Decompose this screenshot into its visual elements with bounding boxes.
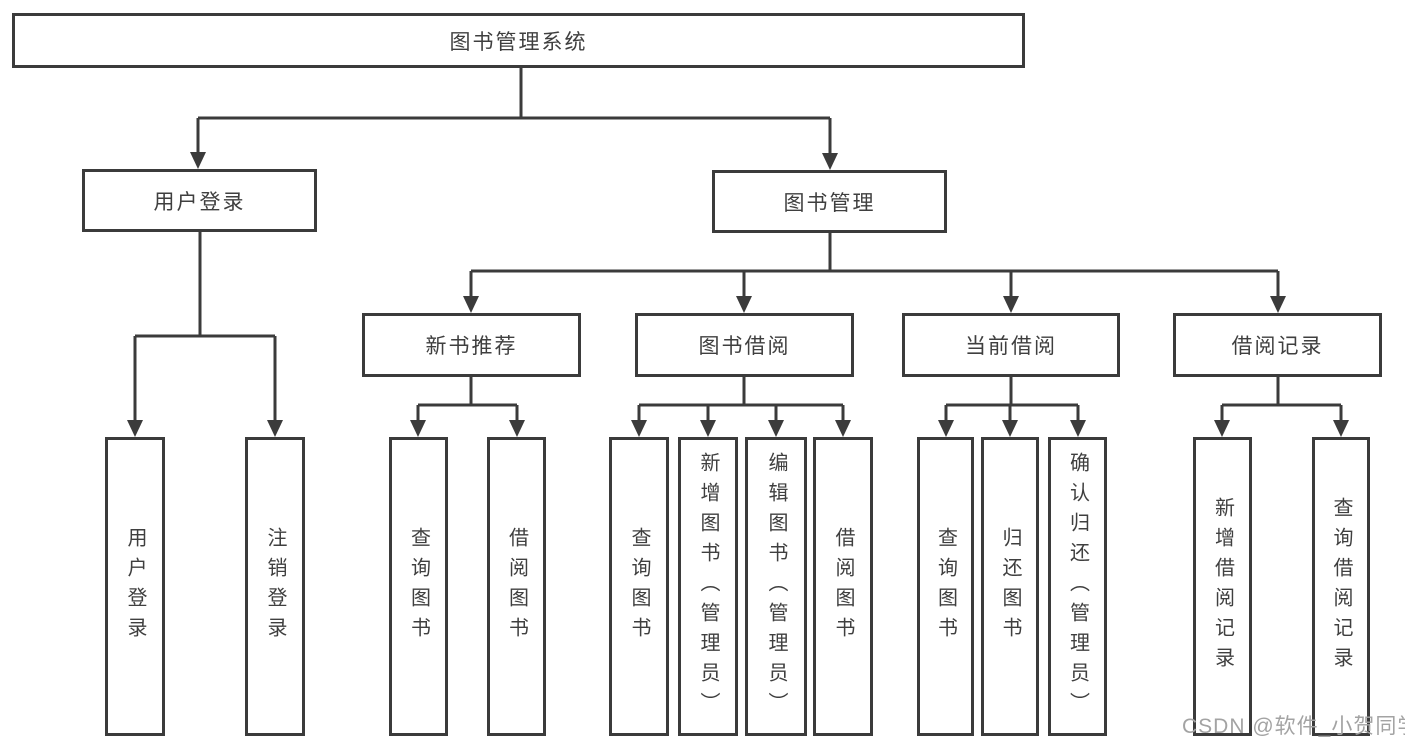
node-user-login-label: 用户登录: [153, 190, 246, 214]
connector-new-book-rec-children: [416, 377, 519, 423]
connector-book-borrow-children: [637, 377, 845, 423]
leaf-return-book-label: 归还图书: [999, 526, 1021, 647]
leaf-query-book-borrow: 查询图书: [609, 437, 669, 736]
leaf-add-book: 新增图书（管理员）: [678, 437, 738, 736]
connector-borrow-record-children: [1220, 377, 1343, 423]
connector-book-mgmt-children: [469, 233, 1280, 299]
leaf-edit-book-label: 编辑图书（管理员）: [765, 451, 787, 722]
connector-user-login-children: [133, 232, 277, 423]
node-current-borrow-label: 当前借阅: [965, 335, 1057, 358]
leaf-query-book-newrec: 查询图书: [389, 437, 448, 736]
leaf-borrow-book-newrec-label: 借阅图书: [505, 526, 528, 647]
arrowheads: [127, 152, 1349, 437]
leaf-borrow-book: 借阅图书: [813, 437, 873, 736]
node-current-borrow: 当前借阅: [902, 313, 1120, 377]
node-root-label: 图书管理系统: [449, 30, 588, 54]
leaf-confirm-return-label: 确认归还（管理员）: [1066, 451, 1089, 722]
leaf-add-book-label: 新增图书（管理员）: [697, 451, 719, 722]
leaf-confirm-return: 确认归还（管理员）: [1048, 437, 1107, 736]
node-user-login: 用户登录: [82, 169, 317, 232]
leaf-edit-book: 编辑图书（管理员）: [745, 437, 807, 736]
node-new-book-rec: 新书推荐: [362, 313, 581, 377]
node-book-borrow-label: 图书借阅: [698, 335, 791, 358]
leaf-logout: 注销登录: [245, 437, 305, 736]
node-borrow-record-label: 借阅记录: [1231, 335, 1324, 358]
node-book-mgmt-label: 图书管理: [783, 191, 876, 215]
node-book-borrow: 图书借阅: [635, 313, 854, 377]
node-new-book-rec-label: 新书推荐: [425, 335, 518, 358]
leaf-query-record-label: 查询借阅记录: [1330, 496, 1352, 677]
leaf-query-book-borrow-label: 查询图书: [628, 526, 650, 647]
node-book-mgmt: 图书管理: [712, 170, 947, 233]
leaf-query-book-current-label: 查询图书: [934, 526, 957, 647]
leaf-user-login: 用户登录: [105, 437, 165, 736]
leaf-logout-label: 注销登录: [264, 526, 286, 647]
leaf-add-record-label: 新增借阅记录: [1211, 496, 1234, 677]
connector-current-borrow-children: [944, 377, 1080, 423]
node-borrow-record: 借阅记录: [1173, 313, 1382, 377]
leaf-borrow-book-newrec: 借阅图书: [487, 437, 546, 736]
csdn-watermark: CSDN @软件_小贺同学: [1182, 715, 1405, 738]
leaf-query-book-current: 查询图书: [917, 437, 974, 736]
leaf-user-login-label: 用户登录: [124, 526, 146, 647]
leaf-add-record: 新增借阅记录: [1193, 437, 1252, 736]
connector-root-to-level2: [196, 66, 832, 156]
node-root: 图书管理系统: [12, 13, 1025, 68]
leaf-return-book: 归还图书: [981, 437, 1039, 736]
leaf-query-record: 查询借阅记录: [1312, 437, 1370, 736]
leaf-query-book-newrec-label: 查询图书: [407, 526, 430, 647]
leaf-borrow-book-label: 借阅图书: [832, 526, 854, 647]
